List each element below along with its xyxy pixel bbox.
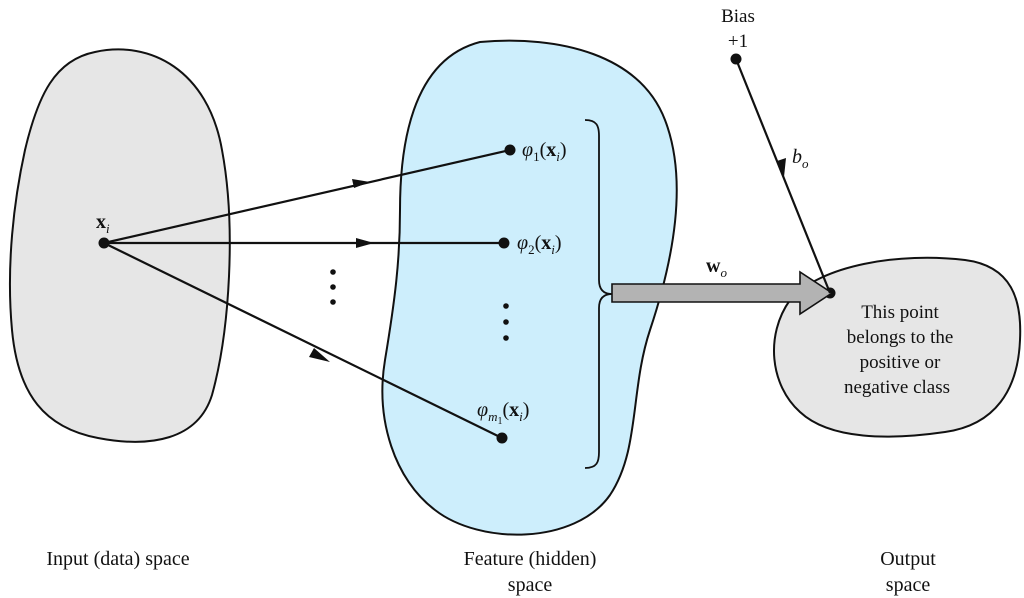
bias-line [734,58,832,294]
output-text-line-3: positive or [860,352,941,373]
arrowhead-line-3 [309,348,330,362]
ellipsis-dots-right [503,303,509,341]
output-text-line-2: belongs to the [847,327,954,348]
feature-caption-line-1: Feature (hidden) [463,548,597,570]
feature-point-1 [504,144,516,156]
bias-weight-label: bo [792,146,809,171]
output-text-line-4: negative class [844,377,950,398]
map-line-3 [103,242,503,439]
output-weight-arrow [611,270,834,316]
feature-label-2: φ2(xi) [517,232,562,257]
map-line-1 [103,148,511,245]
bias-title: Bias [721,6,755,27]
output-caption-line-1: Output [880,548,936,570]
output-weight-label: wo [706,255,727,280]
bias-value: +1 [728,31,748,52]
feature-label-1: φ1(xi) [522,139,567,164]
feature-label-m: φm1(xi) [477,399,529,427]
arrowhead-bias [777,158,786,177]
input-space-region [8,48,231,443]
output-text-line-1: This point [861,302,939,323]
feature-caption-line-2: space [507,574,553,596]
input-point-label: xi [96,211,110,236]
feature-space-caption: Feature (hidden) space [430,546,630,598]
input-caption-line-1: Input (data) space [46,548,190,570]
ellipsis-dots-left [330,269,336,305]
input-space-caption: Input (data) space [18,546,218,572]
feature-point-2 [498,237,510,249]
input-point [98,237,110,249]
feature-space-region [381,39,678,536]
feature-point-m [496,432,508,444]
output-caption-line-2: space [885,574,931,596]
arrowhead-line-2 [356,238,374,248]
output-space-region [773,256,1022,438]
arrowhead-line-1 [352,179,370,188]
output-space-caption: Output space [848,546,968,598]
